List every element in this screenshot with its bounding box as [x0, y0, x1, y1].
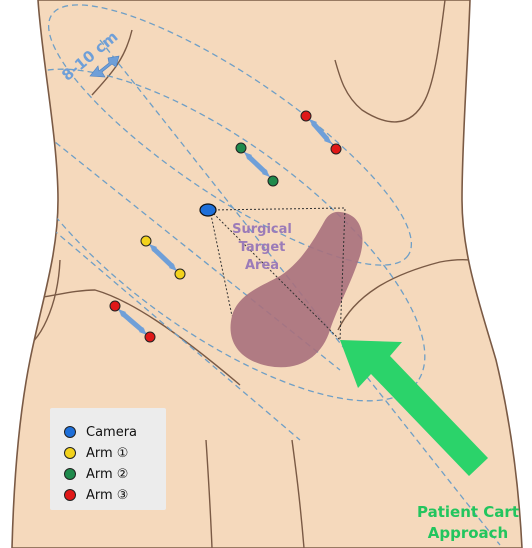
- legend-label-arm2: Arm ②: [86, 467, 128, 482]
- legend-label-arm3: Arm ③: [86, 488, 128, 503]
- arm2-port-2: [268, 176, 278, 186]
- green-dot-icon: [64, 468, 76, 480]
- camera-port: [200, 204, 216, 216]
- arm3-port-1: [301, 111, 311, 121]
- legend-label-arm1: Arm ①: [86, 446, 128, 461]
- patient-cart-approach-label: Patient Cart Approach: [404, 502, 532, 544]
- legend-item-arm2: Arm ②: [64, 464, 128, 484]
- legend-item-camera: Camera: [64, 422, 137, 442]
- legend-item-arm3: Arm ③: [64, 485, 128, 505]
- blue-dot-icon: [64, 426, 76, 438]
- arm1-port-2: [175, 269, 185, 279]
- target-label-line2: Target: [239, 240, 286, 255]
- yellow-dot-icon: [64, 447, 76, 459]
- arm2-port-1: [236, 143, 246, 153]
- legend: Camera Arm ① Arm ② Arm ③: [50, 408, 166, 510]
- target-label-line1: Surgical: [232, 222, 292, 237]
- legend-label-camera: Camera: [86, 425, 137, 440]
- red-dot-icon: [64, 489, 76, 501]
- approach-label-line1: Patient Cart: [404, 502, 532, 523]
- arm3-port-4: [145, 332, 155, 342]
- arm3-port-3: [110, 301, 120, 311]
- legend-item-arm1: Arm ①: [64, 443, 128, 463]
- target-label-line3: Area: [245, 258, 279, 273]
- arm1-port-1: [141, 236, 151, 246]
- arm3-port-2: [331, 144, 341, 154]
- approach-label-line2: Approach: [404, 523, 532, 544]
